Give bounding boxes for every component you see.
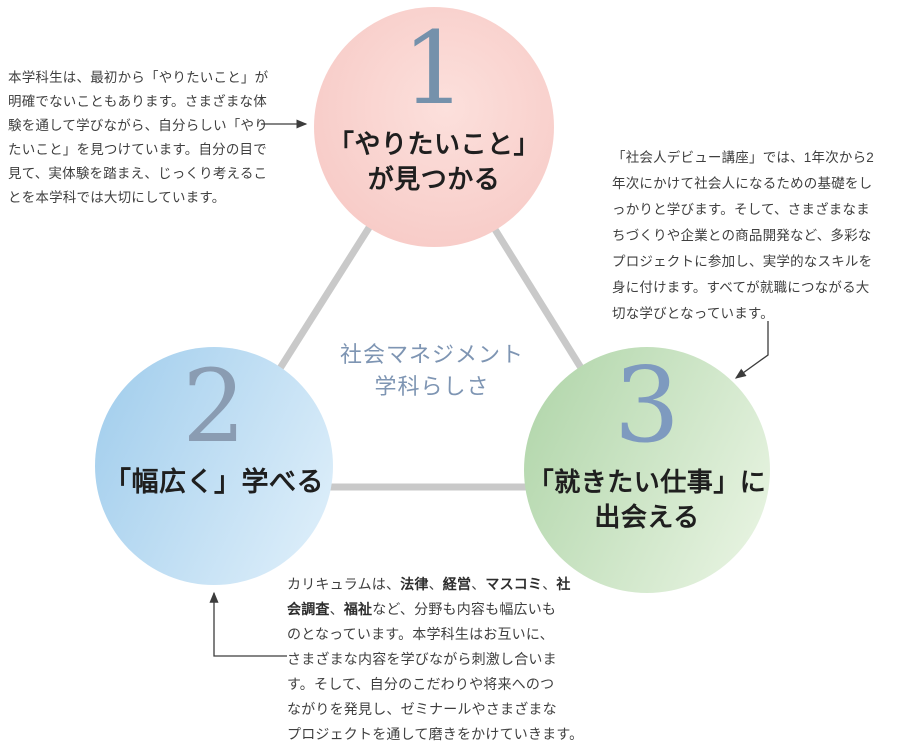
paragraph-debut-course: 「社会人デビュー講座」では、1年次から2 年次にかけて社会人になるための基礎をしっ… [612,145,874,327]
leader-line-curriculum-to-circle2 [209,591,287,657]
circle-2-number: 2 [182,348,246,465]
text-line: っかりと学びます。そして、さまざまなま [612,197,874,223]
text-segment: 、 [542,576,557,592]
text-line: 会調査、福祉など、分野も内容も幅広いも [287,597,583,622]
circle-1-number: 1 [402,10,466,127]
bold-text-segment: 社 [556,576,571,592]
text-segment: 切な学びとなっています。 [612,306,774,321]
text-line: 身に付けます。すべてが就職につながる大 [612,275,874,301]
text-segment: っかりと学びます。そして、さまざまなま [612,202,870,217]
text-segment: とを本学科では大切にしています。 [8,190,226,205]
text-segment: す。そして、自分のこだわりや将来へのつ [287,676,555,692]
center-label: 社会マネジメント 学科らしさ [322,340,542,404]
text-segment: さまざまな内容を学びながら刺激し合いま [287,651,557,667]
text-line: プロジェクトを通して磨きをかけていきます。 [287,722,583,747]
circle-3-label-line-1: 「就きたい仕事」に [527,467,767,497]
text-line: さまざまな内容を学びながら刺激し合いま [287,647,583,672]
paragraph-curriculum: カリキュラムは、法律、経営、マスコミ、社会調査、福祉など、分野も内容も幅広いもの… [287,572,583,747]
center-label-line-1: 社会マネジメント [339,343,524,368]
circle-3-label: 「就きたい仕事」に 出会える [528,465,767,535]
text-line: のとなっています。本学科生はお互いに、 [287,622,583,647]
text-line: 明確でないこともあります。さまざまな体 [8,90,268,114]
center-label-line-2: 学科らしさ [374,375,490,400]
text-line: ながりを発見し、ゼミナールやさまざまな [287,697,583,722]
circle-1-label: 「やりたいこと」 が見つかる [328,127,540,197]
text-line: たいこと」を見つけています。自分の目で [8,138,268,162]
bold-text-segment: 経営 [442,576,472,592]
text-segment: 「社会人デビュー講座」では、1年次から2 [612,150,875,165]
text-segment: 身に付けます。すべてが就職につながる大 [612,280,870,295]
circle-3-tsukitai-shigoto: 3 「就きたい仕事」に 出会える [524,347,770,593]
circle-1-label-line-1: 「やりたいこと」 [327,129,540,159]
text-segment: 明確でないこともあります。さまざまな体 [8,94,267,109]
circle-1-label-line-2: が見つかる [367,164,501,194]
text-segment: のとなっています。本学科生はお互いに、 [287,626,554,642]
paragraph-intro: 本学科生は、最初から「やりたいこと」が明確でないこともあります。さまざまな体験を… [8,66,268,210]
text-line: ちづくりや企業との商品開発など、多彩な [612,223,874,249]
text-segment: 、 [329,601,344,617]
text-segment: たいこと」を見つけています。自分の目で [8,142,267,157]
text-segment: など、分野も内容も幅広いも [372,601,557,617]
text-line: 年次にかけて社会人になるための基礎をし [612,171,874,197]
text-line: カリキュラムは、法律、経営、マスコミ、社 [287,572,583,597]
text-segment: 験を通して学びながら、自分らしい「やり [8,118,268,133]
circle-2-label-line-1: 「幅広く」学べる [104,467,324,497]
text-line: 本学科生は、最初から「やりたいこと」が [8,66,268,90]
text-line: 切な学びとなっています。 [612,301,874,327]
circle-2-habahiroku: 2 「幅広く」学べる [95,347,333,585]
bold-text-segment: 福祉 [343,601,373,617]
text-segment: 見て、実体験を踏まえ、じっくり考えるこ [8,166,268,181]
text-segment: 、 [428,576,443,592]
circle-3-label-line-2: 出会える [594,502,700,532]
leader-line-debut-to-circle3 [734,321,769,379]
text-segment: プロジェクトを通して磨きをかけていきます。 [287,726,584,742]
text-line: プロジェクトに参加し、実学的なスキルを [612,249,874,275]
circle-2-label: 「幅広く」学べる [104,465,324,500]
text-line: 「社会人デビュー講座」では、1年次から2 [612,145,874,171]
text-segment: 本学科生は、最初から「やりたいこと」が [8,70,269,85]
text-line: す。そして、自分のこだわりや将来へのつ [287,672,583,697]
circle-3-number: 3 [613,344,681,466]
text-line: 験を通して学びながら、自分らしい「やり [8,114,268,138]
circle-1-yaritai-koto: 1 「やりたいこと」 が見つかる [314,7,554,247]
text-segment: 年次にかけて社会人になるための基礎をし [612,176,873,191]
text-segment: プロジェクトに参加し、実学的なスキルを [612,254,873,269]
bold-text-segment: マスコミ [485,576,543,592]
text-line: とを本学科では大切にしています。 [8,186,268,210]
text-line: 見て、実体験を踏まえ、じっくり考えるこ [8,162,268,186]
bold-text-segment: 会調査 [287,601,330,617]
bold-text-segment: 法律 [400,576,429,592]
text-segment: ながりを発見し、ゼミナールやさまざまな [287,701,557,717]
text-segment: 、 [471,576,486,592]
text-segment: カリキュラムは、 [287,576,401,592]
text-segment: ちづくりや企業との商品開発など、多彩な [612,228,872,243]
